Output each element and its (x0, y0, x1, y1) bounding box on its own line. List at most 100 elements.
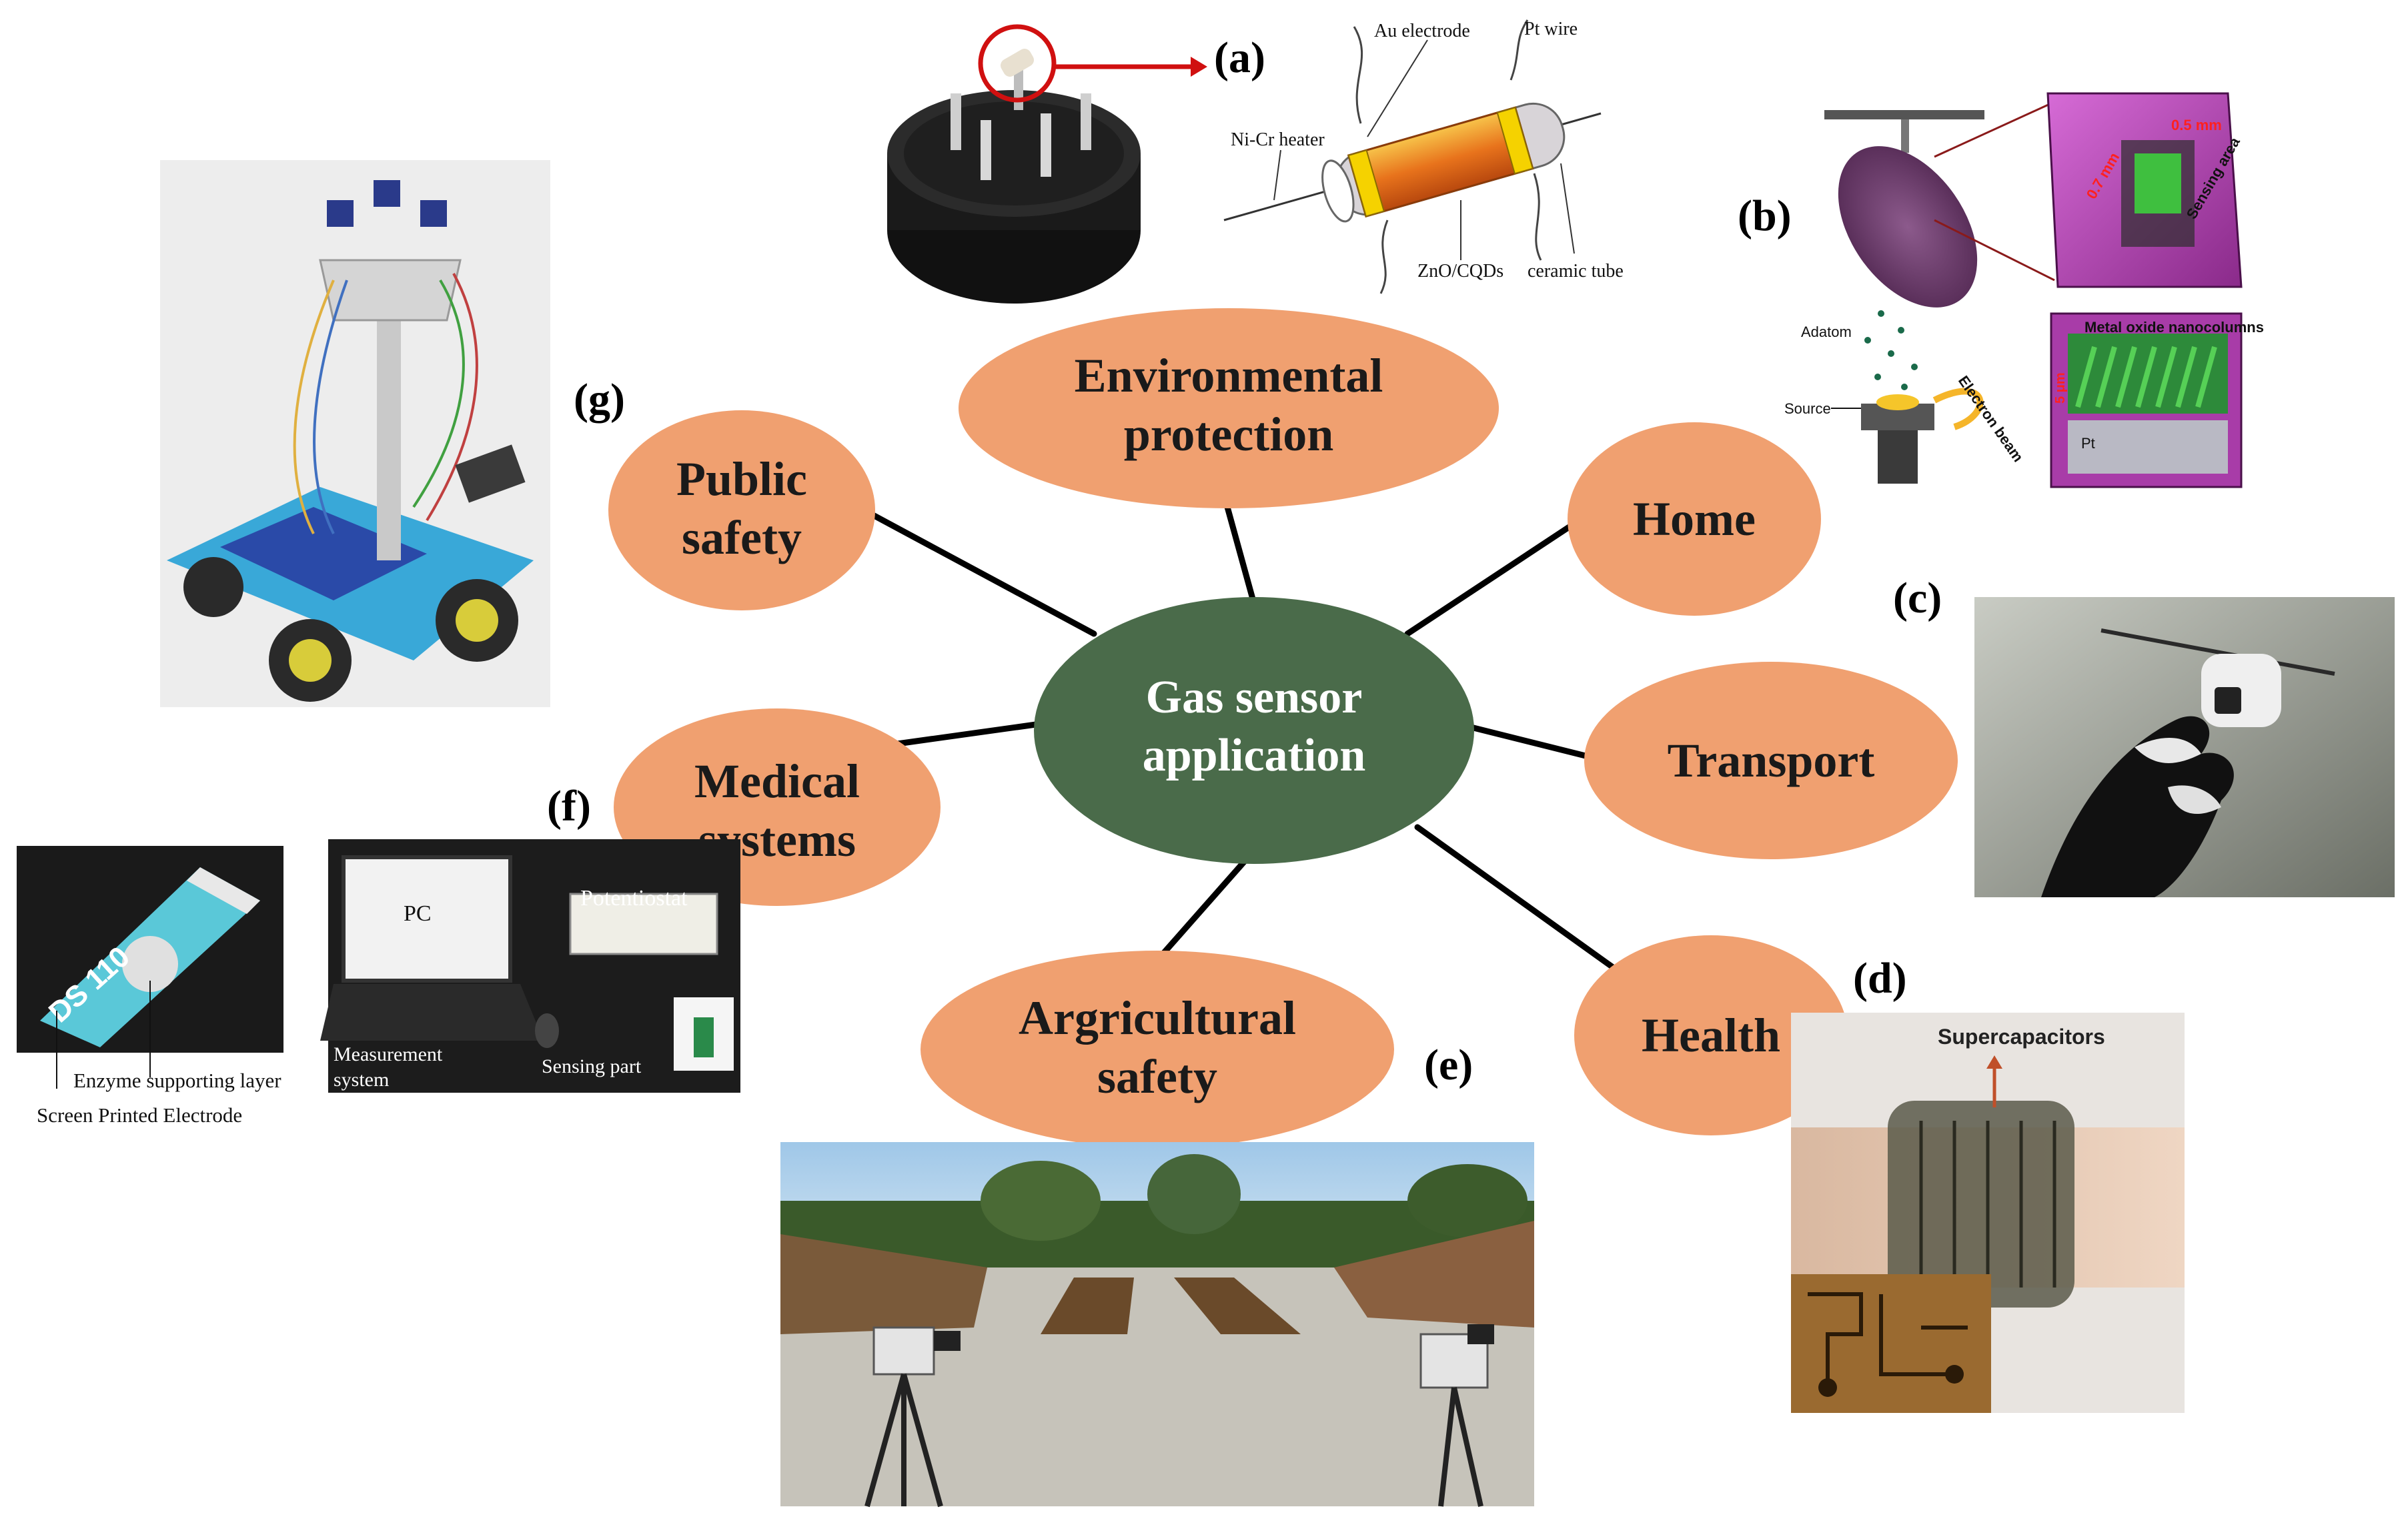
nanocolumn (2075, 346, 2097, 408)
node-ellipse (608, 410, 875, 610)
label-pt: Pt (2081, 435, 2095, 452)
laptop-screen (342, 855, 512, 983)
adatom-dot (1878, 310, 1884, 317)
sensor-base-photo (887, 24, 1207, 304)
sensing-area-inset: 0.7 mm 0.5 mm Sensing area (2046, 92, 2243, 288)
label-supercapacitors: Supercapacitors (1938, 1025, 2105, 1049)
label-dim-05: 0.5 mm (2171, 117, 2222, 133)
sensing-cell-core (694, 1017, 714, 1057)
label-metal-oxide: Metal oxide nanocolumns (2084, 319, 2264, 336)
node-public: Public safety (608, 410, 875, 610)
panel-g-robot-render (160, 160, 550, 707)
panel-b: Adatom Source Electron beam 0.7 mm 0.5 m… (1784, 92, 2264, 488)
label-sensing-part: Sensing part (542, 1055, 642, 1077)
node-environmental: Environmental protection (959, 308, 1499, 508)
nanocolumn (2135, 346, 2157, 408)
robot-pole (377, 294, 401, 560)
biosensor-strip-photo: DS 110 (17, 846, 283, 1089)
supercap-cells (1919, 1121, 2056, 1288)
instrument-body (872, 1326, 935, 1376)
instrument-left (864, 1326, 961, 1508)
node-ellipse (1584, 662, 1958, 859)
robot-wire (313, 280, 348, 534)
node-ellipse (1574, 935, 1848, 1135)
adatom-dot (1888, 350, 1894, 357)
electron-beam-arrow (1932, 388, 1984, 430)
panel-c-drone-photo (1974, 597, 2395, 897)
label-zno: ZnO/CQDs (1417, 261, 1503, 282)
adatom-dot (1898, 327, 1904, 334)
robot-wire (293, 280, 335, 534)
connector-medical (894, 720, 1044, 747)
robot-wheel (183, 557, 243, 617)
node-label-line2: safety (1097, 1050, 1217, 1103)
mouse (535, 1013, 559, 1048)
nanocolumn-inset: Metal oxide nanocolumns 5 μm Pt (2050, 312, 2264, 488)
node-ellipse (921, 951, 1394, 1148)
robot-wire (412, 279, 465, 508)
source-stand (1878, 430, 1918, 484)
tripod-leg (1438, 1387, 1457, 1507)
glove-fingers (2041, 716, 2234, 897)
robot-gas-sensor (374, 180, 400, 207)
au-electrode-left (1347, 149, 1385, 217)
panel-label-c: (c) (1893, 574, 1942, 622)
connector-home (1404, 514, 1588, 637)
node-label-line2: safety (682, 511, 802, 564)
panel-labels: (a) (b) (c) (d) (e) (f) (g) (547, 33, 1942, 1089)
robot-gas-sensor (327, 200, 354, 227)
tripod-leg (1451, 1387, 1483, 1507)
label-screen-printed: Screen Printed Electrode (37, 1103, 242, 1127)
robot-sensor-head (319, 259, 462, 322)
pt-pad (2068, 420, 2228, 474)
robot-wires (293, 273, 478, 534)
tree-canopy (1147, 1154, 1241, 1234)
node-label-line1: Argricultural (1019, 991, 1296, 1045)
panel-label-d: (d) (1853, 954, 1907, 1003)
sensor-pin (1041, 113, 1051, 177)
robot-wire (426, 273, 478, 522)
hub-connectors (867, 504, 1621, 974)
instrument-lens (1467, 1324, 1494, 1344)
node-ellipse (959, 308, 1499, 508)
substrate-holder-top (1824, 110, 1984, 119)
adatom-dot (1874, 374, 1881, 380)
adatom-dot (1911, 364, 1918, 370)
robot-wheels (183, 557, 518, 702)
node-label-line1: Environmental (1075, 349, 1383, 402)
connector-transport (1467, 724, 1594, 761)
sensor-pin (1081, 93, 1091, 150)
node-label-line2: protection (1124, 408, 1334, 461)
sensor-pin (981, 120, 991, 180)
leader-ceramic (1560, 163, 1575, 254)
au-electrode-right (1496, 106, 1534, 175)
adatom-dot (1901, 384, 1908, 390)
robot-board (220, 507, 427, 600)
tube-schematic: Au electrode Pt wire Ni-Cr heater ZnO/CQ… (1223, 19, 1624, 294)
sensor-tube-mini (1001, 49, 1034, 77)
panel-label-e: (e) (1424, 1041, 1473, 1089)
substrate-holder-rod (1901, 119, 1909, 153)
nanocolumn (2175, 346, 2197, 408)
glove-knuckles (2168, 785, 2221, 814)
drone-body (2201, 654, 2281, 727)
strip-contacts (187, 867, 260, 914)
label-pt-wire: Pt wire (1524, 19, 1578, 39)
node-transport: Transport (1584, 662, 1958, 859)
label-source: Source (1784, 400, 1831, 417)
robot-gas-sensor (420, 200, 447, 227)
node-agricultural: Argricultural safety (921, 951, 1394, 1148)
highlight-arrowhead (1191, 57, 1207, 77)
leader-au (1367, 39, 1428, 137)
zoom-line-bottom (1934, 219, 2055, 282)
node-health: Health (1574, 935, 1848, 1135)
label-ceramic-tube: ceramic tube (1528, 261, 1624, 282)
label-nicr-heater: Ni-Cr heater (1231, 129, 1325, 150)
node-label-line1: Public (676, 452, 807, 506)
hub-ellipse (1034, 597, 1474, 864)
source-material (1876, 394, 1919, 410)
supercap-arrowhead (1986, 1055, 2002, 1069)
sensing-grid (2135, 153, 2181, 213)
panel-label-b: (b) (1738, 191, 1792, 240)
